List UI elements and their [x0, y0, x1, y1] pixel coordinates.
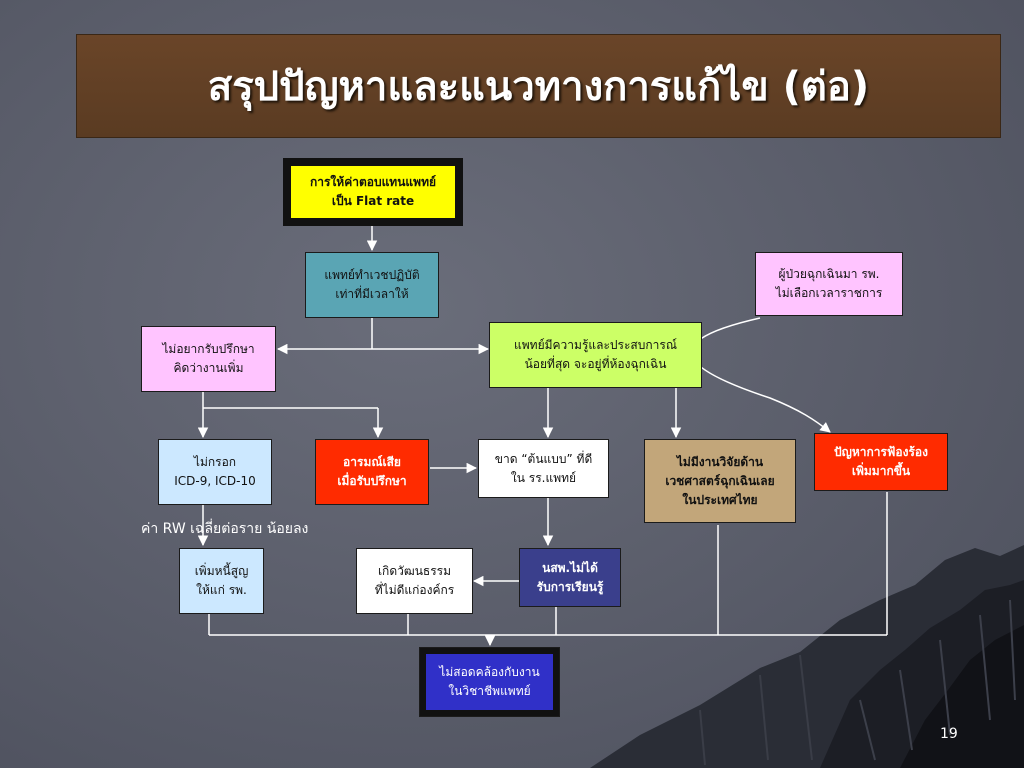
- box-mismatch: ไม่สอดคล้องกับงาน ในวิชาชีพแพทย์: [419, 647, 560, 717]
- box-doctor-time-line1: แพทย์ทำเวชปฏิบัติ: [324, 268, 420, 282]
- box-bad-debt: เพิ่มหนี้สูญ ให้แก่ รพ.: [179, 548, 264, 614]
- slide-title: สรุปปัญหาและแนวทางการแก้ไข (ต่อ): [207, 64, 870, 110]
- box-no-model-line1: ขาด “ต้นแบบ” ที่ดี: [494, 451, 593, 466]
- box-bad-debt-line2: ให้แก่ รพ.: [196, 583, 247, 597]
- box-no-research-line2: เวชศาสตร์ฉุกเฉินเลย: [665, 473, 775, 488]
- box-no-icd: ไม่กรอก ICD-9, ICD-10: [158, 439, 272, 505]
- box-no-research-line1: ไม่มีงานวิจัยด้าน: [676, 454, 764, 469]
- box-flat-rate: การให้ค่าตอบแทนแพทย์ เป็น Flat rate: [283, 158, 463, 226]
- box-mismatch-line2: ในวิชาชีพแพทย์: [448, 684, 531, 698]
- box-bad-culture-line2: ที่ไม่ดีแก่องค์กร: [374, 583, 455, 597]
- box-no-model-line2: ใน รร.แพทย์: [510, 470, 577, 485]
- box-patient-time: ผู้ป่วยฉุกเฉินมา รพ. ไม่เลือกเวลาราชการ: [755, 252, 903, 316]
- box-upset: อารมณ์เสีย เมื่อรับปรึกษา: [315, 439, 429, 505]
- box-no-research-line3: ในประเทศไทย: [682, 492, 758, 507]
- box-lawsuit-line1: ปัญหาการฟ้องร้อง: [833, 445, 928, 459]
- box-bad-culture: เกิดวัฒนธรรม ที่ไม่ดีแก่องค์กร: [356, 548, 473, 614]
- box-upset-line2: เมื่อรับปรึกษา: [337, 474, 407, 488]
- box-no-learning-line2: รับการเรียนรู้: [536, 579, 604, 594]
- box-least-exp-line1: แพทย์มีความรู้และประสบการณ์: [514, 338, 677, 352]
- box-no-consult-line2: คิดว่างานเพิ่ม: [173, 361, 244, 375]
- rw-note: ค่า RW เฉลี่ยต่อราย น้อยลง: [141, 521, 309, 537]
- box-no-icd-line1: ไม่กรอก: [193, 455, 237, 469]
- page-number: 19: [940, 726, 958, 742]
- box-lawsuit-line2: เพิ่มมากขึ้น: [851, 464, 911, 478]
- box-no-model: ขาด “ต้นแบบ” ที่ดี ใน รร.แพทย์: [478, 439, 609, 498]
- box-no-icd-line2: ICD-9, ICD-10: [174, 474, 256, 488]
- box-patient-time-line1: ผู้ป่วยฉุกเฉินมา รพ.: [778, 267, 880, 281]
- box-no-learning-line1: นสพ.ไม่ได้: [542, 560, 598, 575]
- box-flat-rate-line2: เป็น Flat rate: [331, 194, 415, 208]
- box-patient-time-line2: ไม่เลือกเวลาราชการ: [775, 286, 883, 300]
- box-no-learning: นสพ.ไม่ได้ รับการเรียนรู้: [519, 548, 621, 607]
- title-bar: สรุปปัญหาและแนวทางการแก้ไข (ต่อ): [76, 34, 1001, 138]
- box-least-exp: แพทย์มีความรู้และประสบการณ์ น้อยที่สุด จ…: [489, 322, 702, 388]
- box-no-consult-line1: ไม่อยากรับปรึกษา: [162, 342, 255, 356]
- box-lawsuit: ปัญหาการฟ้องร้อง เพิ่มมากขึ้น: [814, 433, 948, 491]
- box-bad-debt-line1: เพิ่มหนี้สูญ: [194, 564, 249, 578]
- box-mismatch-line1: ไม่สอดคล้องกับงาน: [439, 665, 540, 679]
- box-no-consult: ไม่อยากรับปรึกษา คิดว่างานเพิ่ม: [141, 326, 276, 392]
- arrow-curve-to-lawsuit: [690, 317, 831, 433]
- box-flat-rate-line1: การให้ค่าตอบแทนแพทย์: [309, 175, 437, 189]
- box-least-exp-line2: น้อยที่สุด จะอยู่ที่ห้องฉุกเฉิน: [524, 357, 667, 371]
- box-upset-line1: อารมณ์เสีย: [343, 455, 401, 469]
- box-no-research: ไม่มีงานวิจัยด้าน เวชศาสตร์ฉุกเฉินเลย ใน…: [644, 439, 796, 523]
- box-doctor-time-line2: เท่าที่มีเวลาให้: [335, 287, 409, 301]
- box-doctor-time: แพทย์ทำเวชปฏิบัติ เท่าที่มีเวลาให้: [305, 252, 439, 318]
- box-bad-culture-line1: เกิดวัฒนธรรม: [377, 564, 452, 578]
